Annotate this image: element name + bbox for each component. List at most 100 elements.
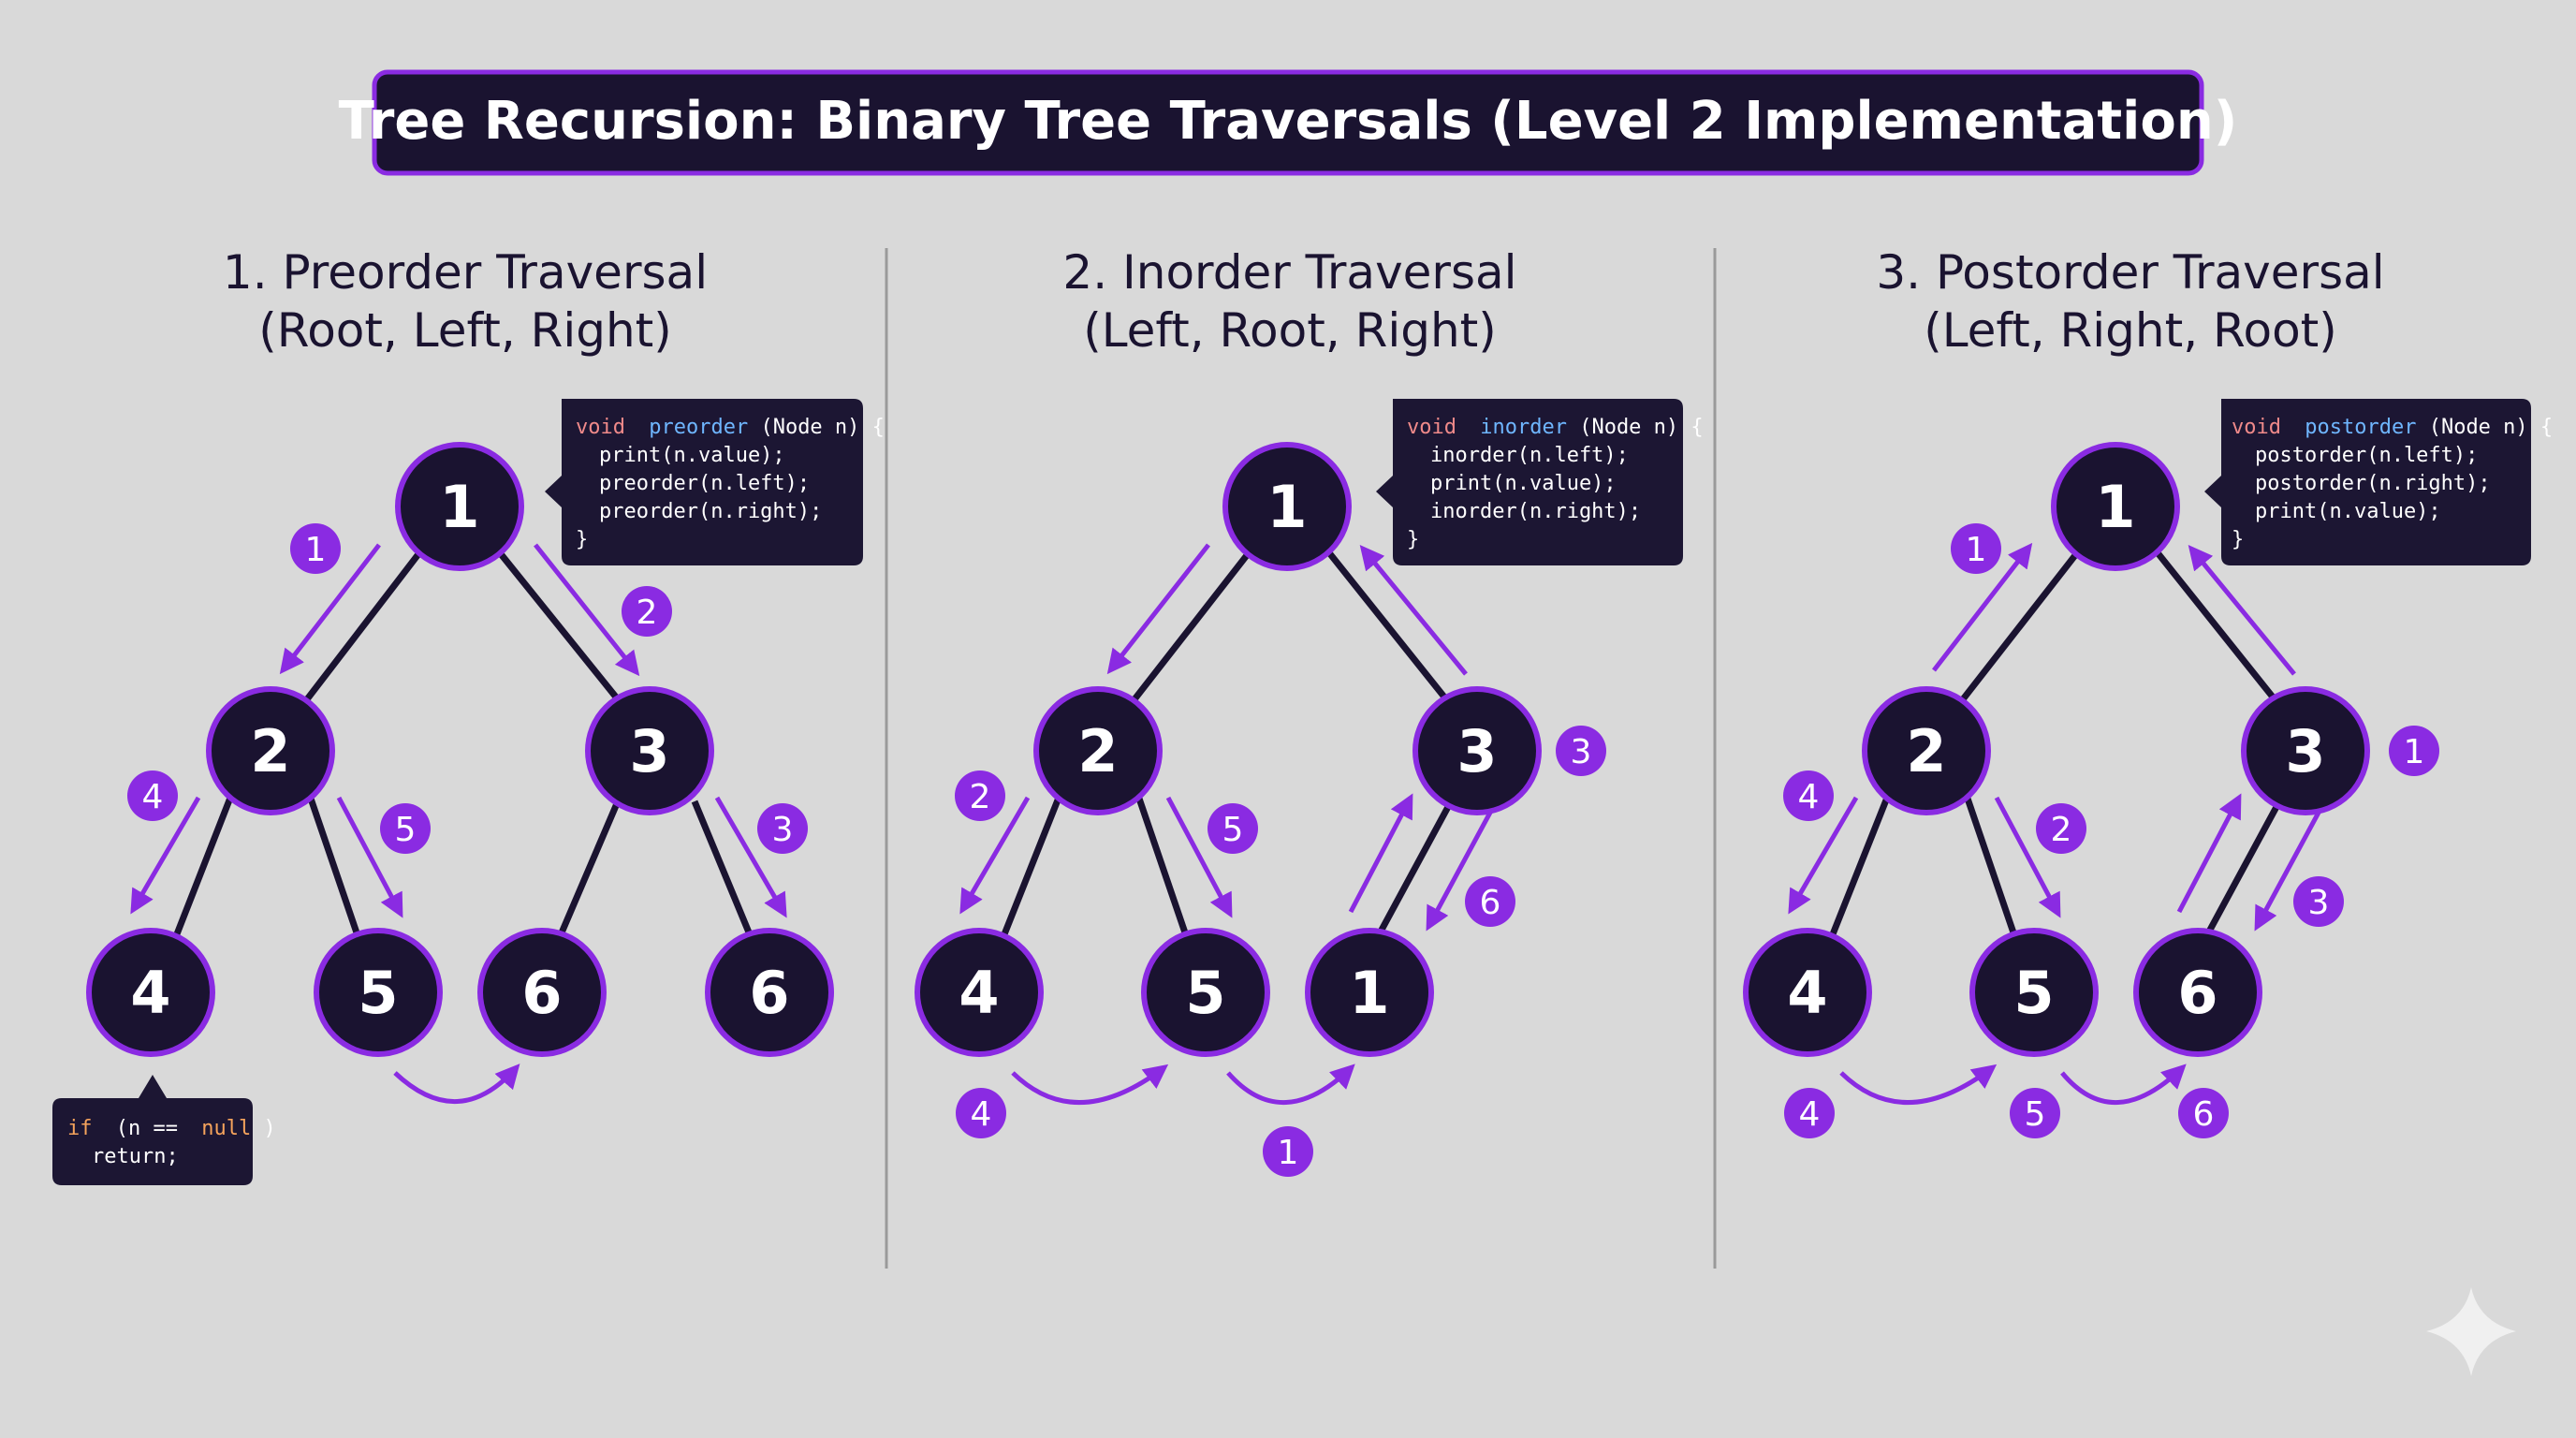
panel-heading: 3. Postorder Traversal xyxy=(1876,245,2384,300)
step-badge: 6 xyxy=(2178,1088,2229,1138)
svg-text:void inorder (: void inorder (Node n) { xyxy=(1407,416,1704,439)
svg-text:void postorder: void postorder (Node n) { xyxy=(2232,416,2553,439)
svg-text:3: 3 xyxy=(772,811,794,849)
panel-subheading: (Left, Right, Root) xyxy=(1924,303,2337,358)
svg-text:6: 6 xyxy=(749,959,789,1027)
code-text: (n == xyxy=(116,1117,178,1140)
code-null: null xyxy=(201,1117,251,1140)
tree-node: 1 xyxy=(395,442,524,571)
svg-text:2: 2 xyxy=(970,778,991,816)
code-snippet: void inorder (Node n) { inorder(n.left);… xyxy=(1376,399,1704,565)
code-line: print(n.value); xyxy=(2255,500,2441,523)
sparkle-icon xyxy=(2426,1287,2516,1376)
svg-text:if (n == null: if (n == null ) xyxy=(67,1117,276,1140)
code-keyword: void xyxy=(576,416,625,439)
tree-node: 4 xyxy=(86,928,215,1057)
code-line: return; xyxy=(92,1145,179,1168)
step-badge: 3 xyxy=(1556,726,1606,776)
code-params: (Node n) { xyxy=(1579,416,1703,439)
tree-node: 4 xyxy=(1743,928,1872,1057)
step-badge: 4 xyxy=(956,1088,1006,1138)
code-line: preorder(n.right); xyxy=(599,500,822,523)
code-line: preorder(n.left); xyxy=(599,472,810,495)
svg-text:3: 3 xyxy=(1456,717,1497,785)
tree-node: 5 xyxy=(1969,928,2099,1057)
code-line: } xyxy=(2232,528,2244,551)
svg-text:1: 1 xyxy=(305,531,327,569)
step-badge: 4 xyxy=(127,770,178,821)
step-badge: 1 xyxy=(290,523,341,574)
svg-text:void preorder: void preorder (Node n) { xyxy=(576,416,885,439)
svg-text:5: 5 xyxy=(358,959,398,1027)
svg-text:3: 3 xyxy=(629,717,669,785)
code-function: inorder xyxy=(1480,416,1567,439)
svg-text:1: 1 xyxy=(439,473,479,541)
code-snippet: void preorder (Node n) { print(n.value);… xyxy=(545,399,885,565)
step-badge: 4 xyxy=(1783,770,1834,821)
svg-text:3: 3 xyxy=(2308,884,2330,922)
step-badge: 2 xyxy=(2036,803,2086,854)
code-line: } xyxy=(576,528,588,551)
code-line: } xyxy=(1407,528,1419,551)
svg-text:2: 2 xyxy=(1906,717,1946,785)
svg-text:5: 5 xyxy=(2013,959,2054,1027)
svg-text:1: 1 xyxy=(2404,733,2425,771)
svg-text:2: 2 xyxy=(250,717,290,785)
step-badge: 5 xyxy=(1208,803,1258,854)
tree-node: 2 xyxy=(1862,686,1991,815)
panel-inorder: 2. Inorder Traversal (Left, Root, Right)… xyxy=(915,245,1704,1177)
step-badge: 5 xyxy=(2010,1088,2060,1138)
code-keyword: if xyxy=(67,1117,93,1140)
svg-text:2: 2 xyxy=(637,594,658,632)
panel-heading: 1. Preorder Traversal xyxy=(223,245,708,300)
code-line: print(n.value); xyxy=(599,444,785,467)
svg-text:1: 1 xyxy=(1278,1134,1299,1172)
base-case-snippet: if (n == null ) return; xyxy=(52,1075,276,1185)
svg-text:5: 5 xyxy=(1222,811,1244,849)
code-line: inorder(n.right); xyxy=(1430,500,1641,523)
tree-node: 1 xyxy=(2051,442,2180,571)
svg-text:2: 2 xyxy=(1077,717,1118,785)
svg-text:5: 5 xyxy=(395,811,417,849)
svg-text:4: 4 xyxy=(1798,778,1820,816)
code-line: postorder(n.left); xyxy=(2255,444,2478,467)
step-badge: 1 xyxy=(1951,523,2001,574)
code-params: (Node n) { xyxy=(760,416,884,439)
svg-text:2: 2 xyxy=(2051,811,2072,849)
panel-subheading: (Root, Left, Right) xyxy=(258,303,672,358)
svg-text:1: 1 xyxy=(1266,473,1307,541)
tree-node: 3 xyxy=(2241,686,2370,815)
svg-text:3: 3 xyxy=(2285,717,2325,785)
code-snippet: void postorder (Node n) { postorder(n.le… xyxy=(2204,399,2553,565)
code-text: ) xyxy=(263,1117,275,1140)
tree-node: 3 xyxy=(585,686,714,815)
step-badge: 2 xyxy=(955,770,1005,821)
svg-text:1: 1 xyxy=(1966,531,1987,569)
code-keyword: void xyxy=(1407,416,1456,439)
panel-heading: 2. Inorder Traversal xyxy=(1062,245,1516,300)
svg-text:1: 1 xyxy=(2095,473,2135,541)
code-line: print(n.value); xyxy=(1430,472,1617,495)
step-badge: 5 xyxy=(380,803,431,854)
svg-text:5: 5 xyxy=(1185,959,1225,1027)
code-line: inorder(n.left); xyxy=(1430,444,1629,467)
tree-node: 1 xyxy=(1222,442,1352,571)
panel-subheading: (Left, Root, Right) xyxy=(1083,303,1497,358)
step-badge: 1 xyxy=(2389,726,2439,776)
tree-node: 3 xyxy=(1412,686,1542,815)
svg-text:4: 4 xyxy=(1799,1095,1821,1134)
step-badge: 3 xyxy=(757,803,808,854)
step-badge: 2 xyxy=(622,586,672,637)
svg-text:4: 4 xyxy=(971,1095,992,1134)
svg-text:6: 6 xyxy=(2177,959,2217,1027)
svg-text:4: 4 xyxy=(1787,959,1827,1027)
code-line: postorder(n.right); xyxy=(2255,472,2491,495)
tree-node: 2 xyxy=(206,686,335,815)
svg-text:5: 5 xyxy=(2025,1095,2046,1134)
svg-text:6: 6 xyxy=(1480,884,1501,922)
step-badge: 6 xyxy=(1465,876,1515,927)
tree-node: 2 xyxy=(1033,686,1163,815)
tree-node: 1 xyxy=(1305,928,1434,1057)
tree-node: 6 xyxy=(705,928,834,1057)
